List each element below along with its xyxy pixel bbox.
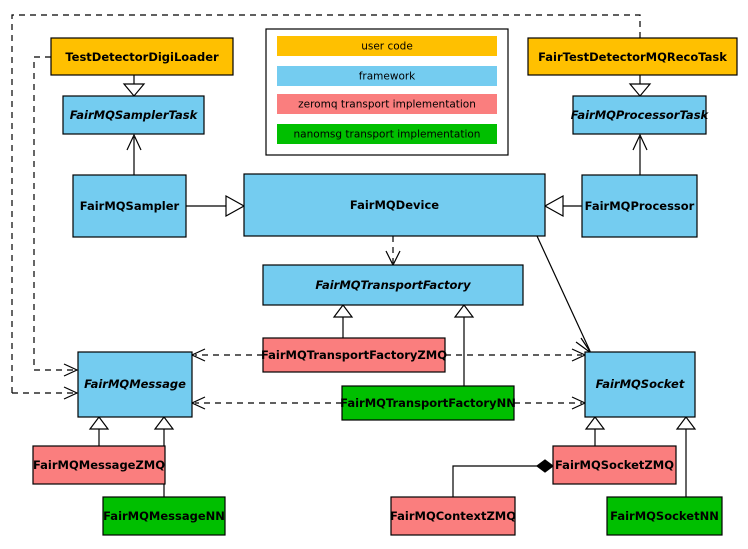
legend-label-framework: framework (359, 71, 416, 83)
legend-swatch-nanomsg (277, 124, 497, 144)
arrowhead-hollow-socket-right (675, 416, 697, 430)
legend-item-zeromq: zeromq transport implementation (277, 94, 497, 114)
node-test-detector-digi-loader[interactable]: TestDetectorDigiLoader (50, 37, 234, 76)
node-label: TestDetectorDigiLoader (65, 50, 219, 64)
diamond-composition-socketzmq (536, 459, 554, 473)
legend-item-nanomsg: nanomsg transport implementation (277, 124, 497, 144)
legend-label-user-code: user code (361, 41, 413, 53)
node-fairmq-sampler[interactable]: FairMQSampler (72, 174, 187, 238)
node-fairmq-transport-factory-zmq[interactable]: FairMQTransportFactoryZMQ (261, 337, 447, 373)
node-fairmq-message-zmq[interactable]: FairMQMessageZMQ (32, 445, 166, 485)
node-label: FairMQMessageNN (103, 509, 225, 523)
arrowhead-open-message-upper (63, 363, 79, 377)
node-fairmq-message-nn[interactable]: FairMQMessageNN (102, 496, 226, 536)
arrowhead-hollow-socket-left (584, 416, 606, 430)
node-fairmq-processor-task[interactable]: FairMQProcessorTask (571, 95, 710, 135)
legend-swatch-framework (277, 66, 497, 86)
node-label: FairMQMessageZMQ (33, 458, 165, 472)
node-label: FairMQTransportFactory (315, 278, 471, 292)
node-label: FairMQProcessorTask (571, 108, 710, 122)
node-fairmq-socket-zmq[interactable]: FairMQSocketZMQ (552, 445, 677, 485)
node-label: FairMQTransportFactoryZMQ (261, 348, 447, 362)
node-label: FairTestDetectorMQRecoTask (538, 50, 727, 64)
legend-item-framework: framework (277, 66, 497, 86)
arrowhead-hollow-processortask (628, 83, 652, 97)
arrowhead-hollow-device-right (543, 194, 564, 218)
arrowhead-hollow-samplertask (122, 83, 146, 97)
node-fairmq-device[interactable]: FairMQDevice (243, 173, 546, 237)
arrowhead-hollow-tf-right (453, 304, 475, 318)
legend-swatch-user-code (277, 36, 497, 56)
edge-layer: |> FairMQSamplerTask (hollow triangle po… (11, 14, 697, 497)
node-layer: TestDetectorDigiLoader FairMQSamplerTask… (32, 37, 738, 536)
node-fairmq-message[interactable]: FairMQMessage (77, 351, 193, 418)
arrowhead-hollow-message-left (88, 416, 110, 430)
legend-panel: user code framework zeromq transport imp… (265, 28, 509, 156)
legend-label-nanomsg: nanomsg transport implementation (294, 129, 481, 141)
node-label: FairMQSocket (596, 377, 685, 391)
node-label: FairMQSocketZMQ (555, 458, 674, 472)
node-label: FairMQSamplerTask (70, 108, 199, 122)
edge-device-socket-diagonal (536, 235, 591, 352)
node-fairmq-socket-nn[interactable]: FairMQSocketNN (606, 496, 723, 536)
edge-recotask-to-message-route (11, 14, 641, 393)
node-fair-test-detector-mq-reco-task[interactable]: FairTestDetectorMQRecoTask (527, 37, 738, 76)
node-fairmq-transport-factory[interactable]: FairMQTransportFactory (262, 264, 524, 306)
node-label: FairMQProcessor (585, 199, 695, 213)
node-label: FairMQSocketNN (610, 509, 719, 523)
node-fairmq-transport-factory-nn[interactable]: FairMQTransportFactoryNN (340, 385, 516, 421)
node-fairmq-processor[interactable]: FairMQProcessor (581, 174, 698, 238)
arrowhead-hollow-device-left (225, 194, 246, 218)
node-label: FairMQMessage (84, 377, 186, 391)
legend-item-user-code: user code (277, 36, 497, 56)
edge-contextzmq-socketzmq-line (452, 465, 537, 497)
node-fairmq-sampler-task[interactable]: FairMQSamplerTask (62, 95, 205, 135)
node-fairmq-socket[interactable]: FairMQSocket (584, 351, 696, 418)
node-label: FairMQSampler (80, 199, 180, 213)
node-label: FairMQDevice (350, 198, 439, 212)
arrowhead-open-samplertask (126, 133, 142, 151)
arrowhead-open-socket-top (575, 337, 592, 354)
node-label: FairMQTransportFactoryNN (340, 396, 516, 410)
arrowhead-open-processortask (632, 133, 648, 151)
arrowhead-hollow-tf-left (332, 304, 354, 318)
legend-label-zeromq: zeromq transport implementation (298, 99, 476, 111)
legend-swatch-zeromq (277, 94, 497, 114)
arrowhead-open-message-lower (63, 386, 79, 400)
node-label: FairMQContextZMQ (390, 509, 516, 523)
node-fairmq-context-zmq[interactable]: FairMQContextZMQ (390, 496, 516, 536)
arrowhead-hollow-message-right (153, 416, 175, 430)
